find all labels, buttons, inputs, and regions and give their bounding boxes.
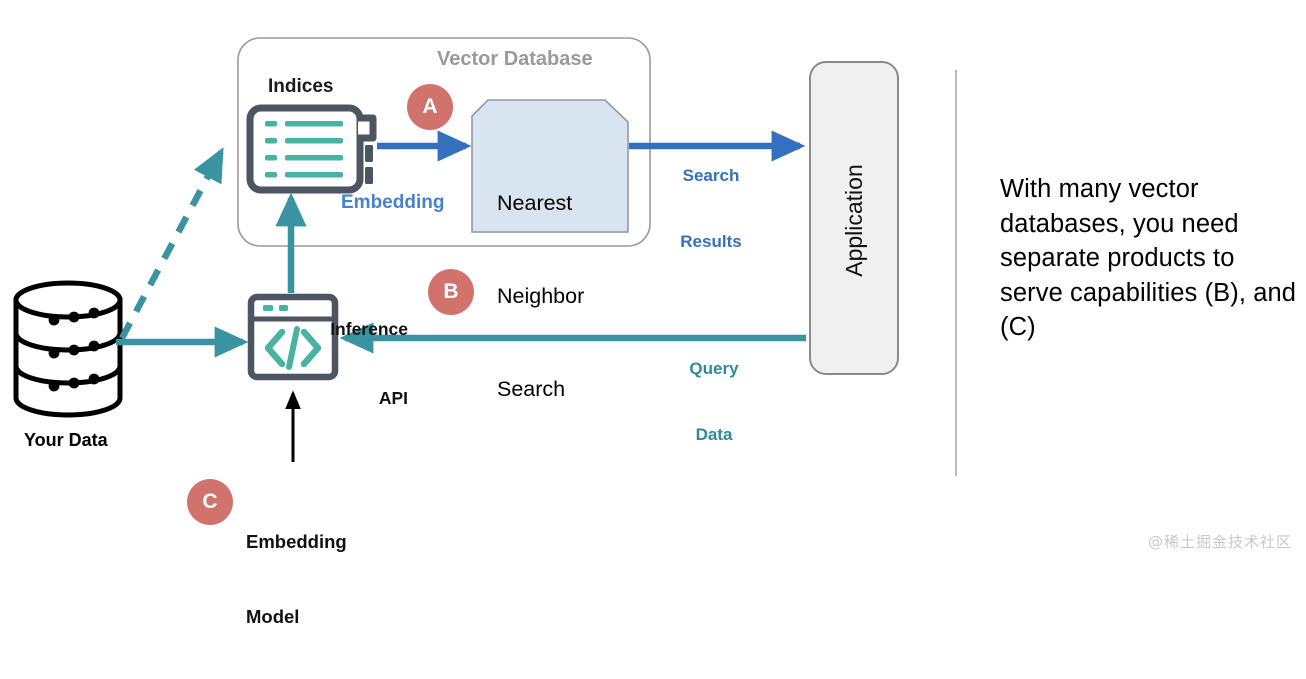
your-data-label: Your Data — [24, 430, 108, 450]
embedding-model-line-1: Embedding — [246, 531, 347, 552]
edge-data-to-indices-dashed — [119, 147, 224, 340]
nearest-neighbor-search-label: Nearest Neighbor Search — [497, 126, 584, 467]
side-note-text: With many vector databases, you need sep… — [1000, 175, 1297, 341]
search-results-line-2: Results — [680, 232, 742, 251]
badge-a-circle — [407, 84, 453, 130]
indices-label: Indices — [268, 76, 334, 97]
diagram-canvas: Vector Database Indices Nearest Neighbor… — [13, 37, 1297, 627]
inference-api-line-2: API — [378, 388, 408, 408]
inference-api-label: Inference API — [318, 272, 408, 456]
badge-b-circle — [428, 269, 474, 315]
inference-api-line-1: Inference — [330, 319, 408, 339]
vector-database-title: Vector Database — [437, 48, 593, 70]
badge-a-label: A — [422, 95, 438, 118]
nns-line-1: Nearest — [497, 191, 573, 215]
indices-icon — [246, 104, 377, 194]
inference-api-icon — [247, 293, 339, 381]
watermark-text: @稀土掘金技术社区 — [1147, 533, 1292, 551]
badge-c-circle — [187, 479, 233, 525]
nns-line-3: Search — [497, 377, 566, 401]
your-data-cylinder — [13, 280, 123, 418]
badge-c-label: C — [202, 490, 218, 513]
application-box — [809, 61, 899, 375]
search-results-line-1: Search — [682, 166, 740, 185]
diagram-graphics — [13, 37, 957, 525]
embedding-edge-label: Embedding — [341, 192, 445, 213]
query-data-line-1: Query — [689, 359, 739, 378]
badge-b-label: B — [443, 280, 459, 303]
query-data-line-2: Data — [695, 425, 733, 444]
embedding-model-line-2: Model — [246, 606, 300, 627]
application-label-text: Application — [840, 163, 867, 277]
application-label: Application — [810, 68, 898, 372]
nns-line-2: Neighbor — [497, 284, 585, 308]
query-data-edge-label: Query Data — [675, 314, 753, 490]
search-results-edge-label: Search Results — [668, 121, 754, 297]
nearest-neighbor-search-box — [471, 99, 629, 233]
embedding-model-label: Embedding Model — [246, 479, 347, 679]
